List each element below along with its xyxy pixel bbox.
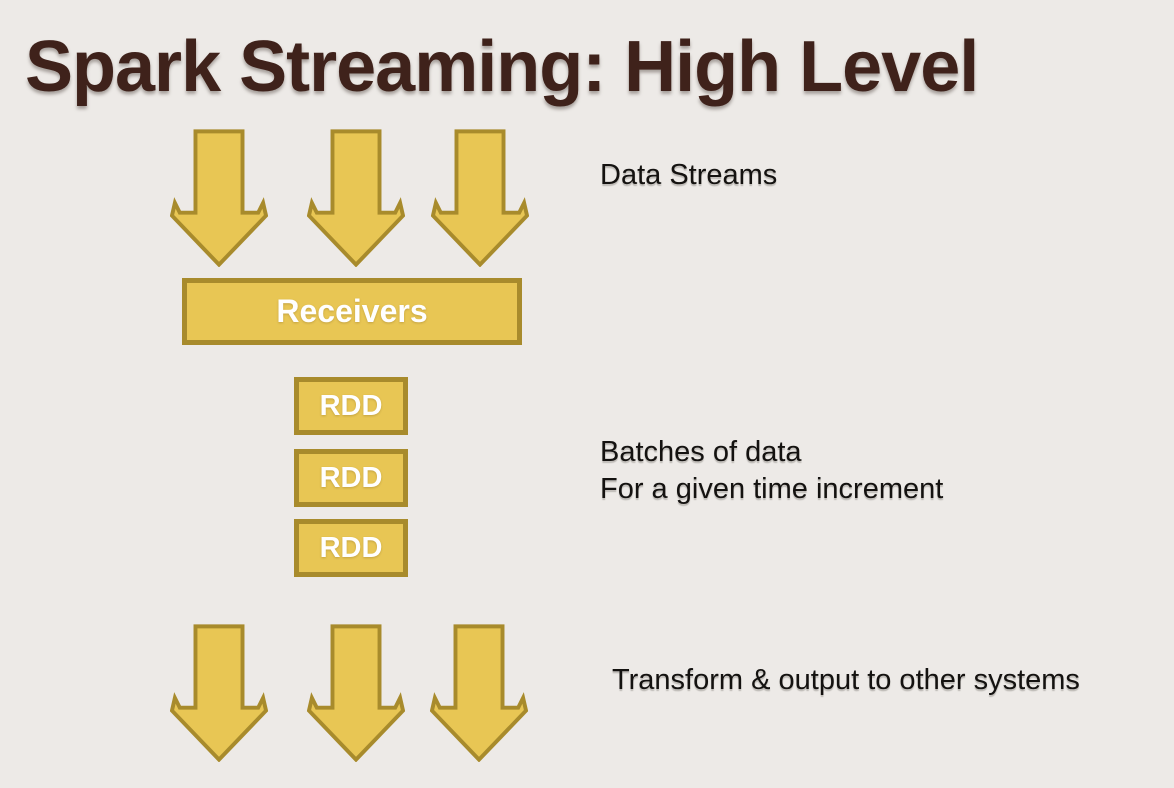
rdd-box-label: RDD [319,531,383,564]
batches-label-line2: For a given time increment [600,473,944,505]
rdd-box-label: RDD [319,461,383,494]
rdd-box: RDD [294,449,408,507]
down-arrow-icon [430,624,528,762]
down-arrow-icon [170,129,268,267]
down-arrow-icon [307,129,405,267]
down-arrow-icon [170,624,268,762]
transform-output-label: Transform & output to other systems [612,664,1080,696]
receivers-box-label: Receivers [276,293,428,329]
page-title: Spark Streaming: High Level [25,27,979,107]
rdd-box-label: RDD [319,389,383,422]
rdd-box: RDD [294,519,408,577]
down-arrow-icon [307,624,405,762]
receivers-box: Receivers [182,278,522,345]
batches-label: Batches of data For a given time increme… [600,434,943,508]
data-streams-label: Data Streams [600,159,778,191]
batches-label-line1: Batches of data [600,436,802,468]
rdd-box: RDD [294,377,408,435]
down-arrow-icon [431,129,529,267]
